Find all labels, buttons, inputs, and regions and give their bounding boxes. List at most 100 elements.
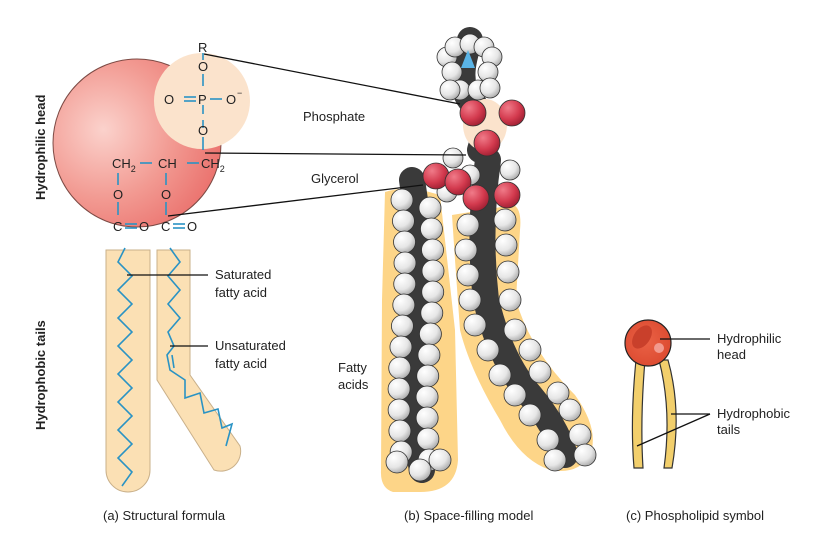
carbon-backbone-right xyxy=(469,147,578,468)
hydrogen-atom xyxy=(421,259,445,283)
hydrogen-atom xyxy=(456,213,480,237)
hydrogen-atom xyxy=(387,377,411,401)
hydrogen-atom xyxy=(441,61,463,83)
hydrogen-atom xyxy=(428,448,452,472)
hydrogen-atom xyxy=(393,230,416,254)
unsaturated-label-line1: Unsaturated xyxy=(215,338,286,353)
hydrogen-atom xyxy=(420,217,443,241)
hydrophobic-tails-side-label: Hydrophobic tails xyxy=(33,320,48,430)
hydrogen-atom xyxy=(568,423,592,447)
oxygen-atom xyxy=(462,184,490,212)
caption-space-filling-model: (b) Space-filling model xyxy=(404,508,533,523)
hydrogen-atom xyxy=(388,419,412,443)
formula-bonds xyxy=(117,74,222,229)
fatty-acids-label-line2: acids xyxy=(338,377,369,392)
symbol-head-label-line2: head xyxy=(717,347,746,362)
oxygen-atom xyxy=(444,168,472,196)
atom-CH2-left: CH2 xyxy=(112,156,136,174)
hydrogen-atom xyxy=(458,288,482,312)
atom-C-left: C xyxy=(113,219,122,234)
hydrogen-atom xyxy=(479,77,501,99)
hydrogen-atom xyxy=(442,147,464,169)
hydrogen-atom xyxy=(573,443,597,467)
oxygen-atom xyxy=(473,129,501,157)
hydrogen-atom xyxy=(518,338,542,362)
glycerol-leader-line-2 xyxy=(167,184,424,217)
hydrogen-atom xyxy=(392,293,416,317)
atom-R: R xyxy=(198,40,207,55)
oxygen-atom xyxy=(498,99,526,127)
saturated-chain-zigzag xyxy=(116,247,134,487)
hydrogen-atom xyxy=(417,343,441,367)
phosphate-label: Phosphate xyxy=(303,109,365,124)
hydrogen-atom xyxy=(546,381,570,405)
hydrogen-atom xyxy=(493,208,517,232)
saturated-label-line1: Saturated xyxy=(215,267,271,282)
phosphate-region xyxy=(154,53,250,149)
hydrogen-atom xyxy=(439,79,461,101)
symbol-tails-label-line1: Hydrophobic xyxy=(717,406,790,421)
phosphate-leader-line xyxy=(203,53,461,105)
cis-double-bond xyxy=(171,354,175,369)
hydrogen-atom xyxy=(454,238,478,262)
atom-O-ester-left: O xyxy=(113,187,123,202)
unsaturated-chain-zigzag xyxy=(166,247,234,447)
atom-P: P xyxy=(198,92,207,107)
hydrogen-atom xyxy=(476,338,500,362)
hydrogen-atom xyxy=(558,398,582,422)
space-filling-model: Phosphate Glycerol Fatty acids (b) Space… xyxy=(167,27,597,523)
hydrogen-atom xyxy=(494,233,518,257)
hydrogen-atom xyxy=(415,385,439,409)
hydrogen-atom xyxy=(463,313,487,337)
atom-O-carbonyl-left: O xyxy=(139,219,149,234)
hydrogen-atom xyxy=(388,356,412,380)
symbol-tail-left xyxy=(631,359,646,469)
hydrogen-atom xyxy=(391,314,414,338)
minus-sign: − xyxy=(237,88,242,98)
hydrogen-atom xyxy=(456,263,480,287)
hydrogen-atom xyxy=(393,272,417,296)
hydrogen-atom xyxy=(389,335,413,359)
hydrogen-atom xyxy=(420,301,444,325)
hydrophilic-head-side-label: Hydrophilic head xyxy=(33,94,48,200)
hydrogen-atom xyxy=(393,251,417,275)
structural-formula: Hydrophilic head Hydrophobic tails xyxy=(33,40,286,523)
symbol-tails-leader-line-2 xyxy=(636,413,711,447)
hydrogen-atom xyxy=(416,364,440,388)
oxygen-atom xyxy=(493,181,521,209)
caption-structural-formula: (a) Structural formula xyxy=(103,508,226,523)
atom-O-double: O xyxy=(164,92,174,107)
hydrogen-atom xyxy=(390,188,414,212)
atom-O-ester-right: O xyxy=(161,187,171,202)
hydrogen-atom xyxy=(387,398,411,422)
hydrogen-atom xyxy=(503,383,527,407)
hydrogen-atom xyxy=(503,318,527,342)
symbol-tail-right xyxy=(658,359,677,469)
hydrogen-atom xyxy=(498,288,522,312)
hydrogen-atom xyxy=(418,196,442,220)
symbol-tails-label-line2: tails xyxy=(717,422,741,437)
hydrogen-atom xyxy=(543,448,567,472)
atom-C-right: C xyxy=(161,219,170,234)
symbol-head-highlight xyxy=(654,343,664,353)
atom-CH2-right: CH2 xyxy=(201,156,225,174)
symbol-head-shadow xyxy=(632,325,652,349)
hydrogen-atom xyxy=(499,159,521,181)
atom-O-carbonyl-right: O xyxy=(187,219,197,234)
oxygen-atom xyxy=(459,99,487,127)
caption-phospholipid-symbol: (c) Phospholipid symbol xyxy=(626,508,764,523)
hydrogen-atom xyxy=(421,238,444,262)
atom-CH-mid: CH xyxy=(158,156,177,171)
saturated-label-line2: fatty acid xyxy=(215,285,267,300)
atom-O-top: O xyxy=(198,59,208,74)
fatty-acids-label-line1: Fatty xyxy=(338,360,367,375)
hydrogen-atom xyxy=(518,403,542,427)
atom-O-minus: O xyxy=(226,92,236,107)
nitrogen-atom xyxy=(461,50,475,68)
hydrogen-atom xyxy=(419,322,442,346)
hydrogen-atom xyxy=(415,406,439,430)
glycerol-label: Glycerol xyxy=(311,171,359,186)
hydrogen-atom xyxy=(496,260,520,284)
unsaturated-tail-capsule xyxy=(156,249,242,472)
